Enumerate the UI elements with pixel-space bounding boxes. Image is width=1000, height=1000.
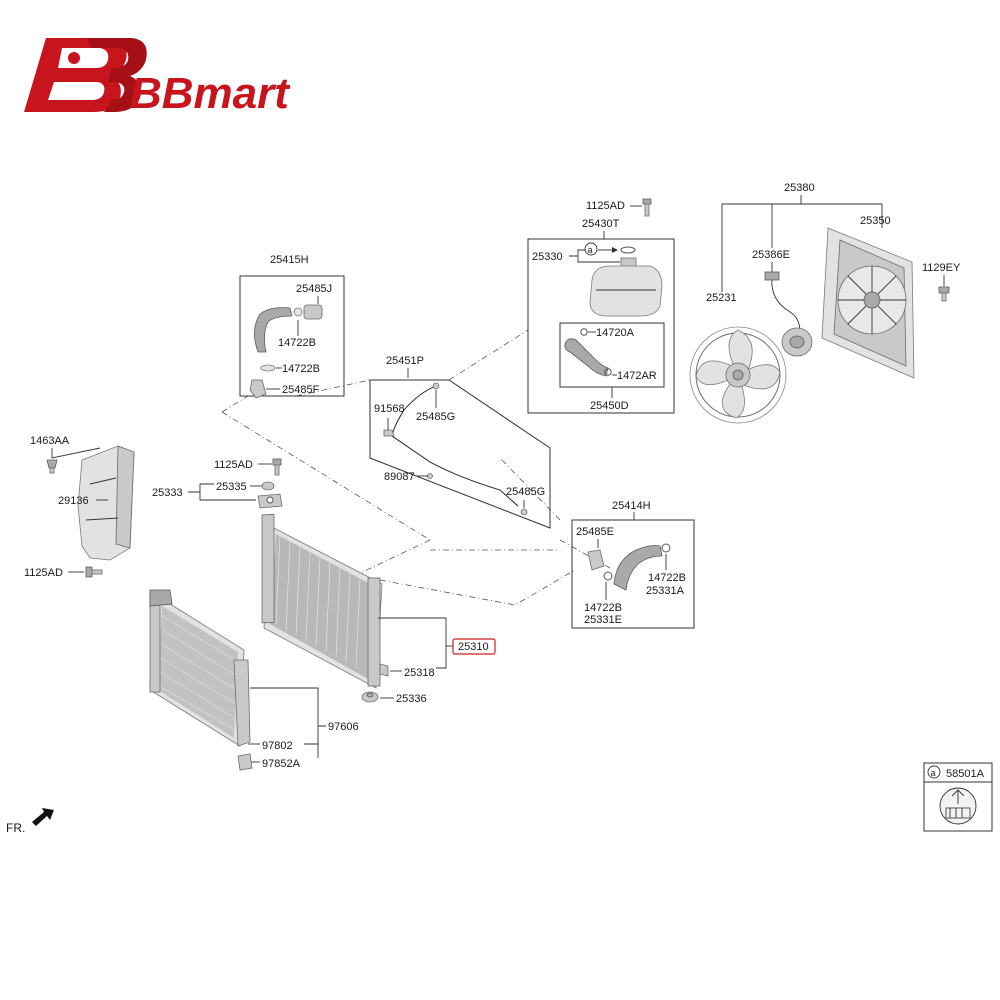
part-label-58501A[interactable]: 58501A xyxy=(946,768,985,780)
clamp-part xyxy=(604,368,612,376)
part-label-25380[interactable]: 25380 xyxy=(784,182,815,194)
part-label-25331A[interactable]: 25331A xyxy=(646,585,685,597)
coolant-label-icon xyxy=(939,787,977,825)
front-label: FR. xyxy=(6,821,25,835)
part-label-14722B[interactable]: 14722B xyxy=(648,572,686,584)
front-direction-arrow-icon xyxy=(32,808,54,826)
brand-name: BBmart xyxy=(130,69,291,118)
part-label-25451P[interactable]: 25451P xyxy=(386,355,424,367)
part-label-14722B[interactable]: 14722B xyxy=(278,337,316,349)
condenser-97606[interactable]: 97606 97802 97852A xyxy=(149,589,359,771)
hose-part xyxy=(254,307,293,353)
drain-plug-part xyxy=(379,663,389,677)
clip-part xyxy=(46,459,58,474)
reference-frame xyxy=(923,762,993,832)
part-label-25485G[interactable]: 25485G xyxy=(506,486,545,498)
part-label-25485E[interactable]: 25485E xyxy=(576,526,614,538)
bbmart-wrench-logo-icon xyxy=(24,38,147,112)
part-label-14722B[interactable]: 14722B xyxy=(584,602,622,614)
part-label-25336[interactable]: 25336 xyxy=(396,693,427,705)
part-label-25310[interactable]: 25310 xyxy=(458,641,489,653)
fitting-part xyxy=(303,304,323,320)
hose-kit-25415H[interactable]: 25415H 25485J 14722B 14722B 25485F xyxy=(239,254,345,399)
part-label-25335[interactable]: 25335 xyxy=(216,481,247,493)
highlight-frame xyxy=(452,638,496,655)
kit-frame xyxy=(571,519,695,629)
bolt-part xyxy=(85,566,103,578)
part-label-25386E[interactable]: 25386E xyxy=(752,249,790,261)
part-label-25414H[interactable]: 25414H xyxy=(612,500,651,512)
part-label-25485J[interactable]: 25485J xyxy=(296,283,332,295)
hose-part xyxy=(564,338,609,377)
part-label-25485F[interactable]: 25485F xyxy=(282,384,320,396)
clamp-part xyxy=(293,307,303,317)
brand-logo[interactable]: BBmart xyxy=(24,38,291,118)
part-label-1129EY[interactable]: 1129EY xyxy=(922,262,961,274)
part-label-1125AD[interactable]: 1125AD xyxy=(214,459,253,471)
part-label-25331E[interactable]: 25331E xyxy=(584,614,622,626)
clamp-part xyxy=(260,364,276,372)
reference-letter: a xyxy=(931,768,936,778)
part-label-1125AD[interactable]: 1125AD xyxy=(24,567,63,579)
part-label-25231[interactable]: 25231 xyxy=(706,292,737,304)
bolt-part xyxy=(938,286,950,302)
part-label-14720A[interactable]: 14720A xyxy=(596,327,635,339)
part-label-1125AD[interactable]: 1125AD xyxy=(586,200,625,212)
kit-frame xyxy=(239,275,345,397)
reservoir-tank-part xyxy=(589,265,663,317)
fitting-part xyxy=(587,549,605,571)
part-label-1463AA[interactable]: 1463AA xyxy=(30,435,70,447)
part-label-25350[interactable]: 25350 xyxy=(860,215,891,227)
pipe-kit-25451P[interactable]: 25451P 91568 25485G 89087 25485G xyxy=(369,355,551,529)
part-label-25485G[interactable]: 25485G xyxy=(416,411,455,423)
mount-bracket-25333[interactable]: 1125AD 25333 25335 xyxy=(152,458,283,509)
bolt-part xyxy=(642,198,652,217)
kit-frame xyxy=(369,379,551,529)
part-label-25415H: 25415H xyxy=(270,254,309,266)
part-label-25333[interactable]: 25333 xyxy=(152,487,183,499)
reservoir-kit-25430T[interactable]: 1125AD 25430T 25330 a 14720A 1472AR 2545… xyxy=(527,198,675,414)
part-label-29136[interactable]: 29136 xyxy=(58,495,89,507)
part-label-14722B[interactable]: 14722B xyxy=(282,363,320,375)
part-label-91568[interactable]: 91568 xyxy=(374,403,405,415)
cap-part xyxy=(237,753,253,771)
part-label-25318[interactable]: 25318 xyxy=(404,667,435,679)
part-label-97852A[interactable]: 97852A xyxy=(262,758,301,770)
radiator-25310[interactable]: 25310 25318 25336 xyxy=(261,514,496,705)
part-label-25430T[interactable]: 25430T xyxy=(582,218,620,230)
reference-letter: a xyxy=(588,245,593,255)
front-direction-indicator: FR. xyxy=(6,808,54,835)
hose-part xyxy=(613,545,663,591)
reference-marker-a xyxy=(584,242,598,256)
kit-frame xyxy=(527,238,675,414)
part-label-1472AR[interactable]: 1472AR xyxy=(617,370,657,382)
fan-assembly-25380[interactable]: 25380 25350 25386E 1129EY 25231 xyxy=(689,182,961,424)
hose-kit-25414H[interactable]: 25414H 25485E 14722B 25331A 14722B 25331… xyxy=(571,500,695,629)
part-label-97606[interactable]: 97606 xyxy=(328,721,359,733)
receiver-drier-part xyxy=(233,659,251,747)
part-label-97802[interactable]: 97802 xyxy=(262,740,293,752)
bolt-part xyxy=(272,458,282,476)
part-label-25450D[interactable]: 25450D xyxy=(590,400,629,412)
part-label-89087[interactable]: 89087 xyxy=(384,471,415,483)
reference-label-58501A[interactable]: a 58501A xyxy=(923,762,993,832)
o-ring-part xyxy=(620,246,636,254)
part-label-25330[interactable]: 25330 xyxy=(532,251,563,263)
clamp-part xyxy=(580,328,588,336)
elbow-fitting-part xyxy=(249,379,267,399)
air-guard-29136[interactable]: 1463AA 29136 1125AD xyxy=(24,435,135,579)
